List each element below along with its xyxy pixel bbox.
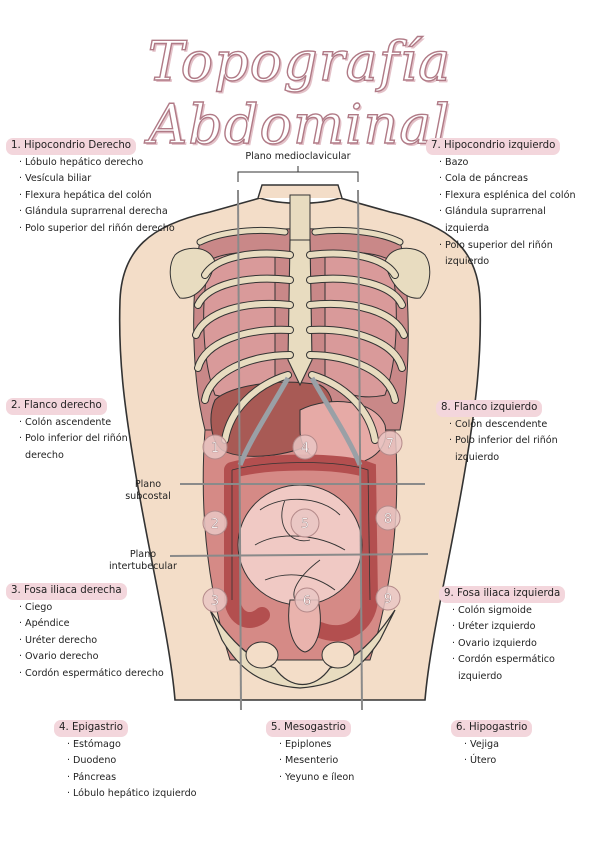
left-lung (324, 251, 397, 398)
midclavicular-bracket (237, 171, 359, 182)
region-number-2: 2 (211, 517, 219, 532)
region-circle-2 (202, 510, 228, 536)
region-9-item: Ovario izquierdo (452, 636, 599, 653)
ribs (192, 249, 408, 444)
region-number-1: 1 (211, 441, 219, 456)
region-number-6: 6 (303, 594, 311, 609)
region-3-item: Cordón espermático derecho (19, 666, 164, 683)
region-circle-3 (202, 587, 228, 613)
region-1-item: Glándula suprarrenal derecha (19, 204, 175, 221)
region-3-item: Ciego (19, 600, 164, 617)
region-6-item: Útero (464, 753, 532, 770)
region-4-item: Lóbulo hepático izquierdo (67, 786, 197, 803)
region-7-block: 7. Hipocondrio izquierdo Bazo Cola de pá… (426, 138, 590, 271)
region-number-9: 9 (384, 592, 392, 607)
region-7-header: 7. Hipocondrio izquierdo (426, 138, 561, 155)
region-3-header: 3. Fosa iliaca derecha (6, 583, 127, 600)
region-3-block: 3. Fosa iliaca derecha Ciego Apéndice Ur… (6, 583, 164, 683)
region-circle-8 (375, 505, 401, 531)
region-1-header: 1. Hipocondrio Derecho (6, 138, 137, 155)
region-4-item: Páncreas (67, 770, 197, 787)
region-5-item: Yeyuno e íleon (279, 770, 354, 787)
region-9-item: Colón sigmoide (452, 603, 599, 620)
region-4-item: Estómago (67, 737, 197, 754)
colon-outline (231, 462, 371, 601)
region-8-item: Colón descendente (449, 417, 580, 434)
region-4-header: 4. Epigastrio (54, 720, 128, 737)
pelvis-left-ala (245, 641, 279, 669)
region-6-header: 6. Hipogastrio (451, 720, 533, 737)
region-3-item: Apéndice (19, 616, 164, 633)
region-number-5: 5 (301, 517, 309, 532)
sternum (287, 239, 313, 387)
region-5-header: 5. Mesogastrio (266, 720, 351, 737)
midclavicular-right-line (237, 189, 242, 711)
small-intestine (237, 484, 363, 606)
region-circles (202, 430, 403, 613)
plane-label-midclavicular: Plano medioclavicular (245, 151, 351, 162)
region-1-item: Polo superior del riñón derecho (19, 221, 175, 238)
plane-label-subcostal-line2: subcostal (125, 491, 171, 502)
region-6-item: Vejiga (464, 737, 532, 754)
region-circle-4 (292, 434, 318, 460)
page-title: Topografía Abdominal (147, 29, 452, 156)
region-7-item: Cola de páncreas (439, 171, 590, 188)
region-circle-1 (202, 434, 228, 460)
region-2-header: 2. Flanco derecho (6, 398, 107, 415)
region-9-item: Cordón espermático izquierdo (452, 652, 599, 685)
bladder (288, 599, 321, 653)
region-2-item: Colón ascendente (19, 415, 130, 432)
region-circle-9 (375, 585, 401, 611)
region-1-item: Lóbulo hepático derecho (19, 155, 175, 172)
region-number-4: 4 (301, 441, 309, 456)
region-1-item: Flexura hepática del colón (19, 188, 175, 205)
region-2-item: Polo inferior del riñón derecho (19, 431, 130, 464)
right-scapula (169, 247, 216, 299)
plane-label-intertubercular-line2: intertubecular (108, 561, 178, 572)
plane-label-subcostal: Plano subcostal (112, 479, 184, 503)
region-8-block: 8. Flanco izquierdo Colón descendente Po… (436, 400, 580, 466)
costal-margin (237, 376, 363, 466)
region-2-block: 2. Flanco derecho Colón ascendente Polo … (6, 398, 130, 464)
region-1-block: 1. Hipocondrio Derecho Lóbulo hepático d… (6, 138, 175, 238)
region-6-block: 6. Hipogastrio Vejiga Útero (451, 720, 533, 770)
region-7-item: Polo superior del riñón izquierdo (439, 238, 563, 271)
region-numbers: 1 4 7 2 5 8 3 6 9 (211, 437, 395, 609)
region-7-item: Bazo (439, 155, 590, 172)
plane-lines (169, 189, 429, 711)
region-5-item: Mesenterio (279, 753, 354, 770)
region-1-item: Vesícula biliar (19, 171, 175, 188)
region-8-item: Polo inferior del riñón izquierdo (449, 433, 580, 466)
region-5-block: 5. Mesogastrio Epiplones Mesenterio Yeyu… (266, 720, 354, 787)
region-4-item: Duodeno (67, 753, 197, 770)
left-clavicle-fill (312, 228, 403, 245)
region-circle-6 (294, 587, 320, 613)
region-circle-5 (290, 508, 320, 538)
region-number-8: 8 (384, 512, 392, 527)
neck (257, 184, 343, 199)
plane-label-subcostal-line1: Plano (134, 479, 162, 490)
region-8-header: 8. Flanco izquierdo (436, 400, 543, 417)
region-3-item: Ovario derecho (19, 649, 164, 666)
region-4-block: 4. Epigastrio Estómago Duodeno Páncreas … (54, 720, 197, 803)
region-7-item: Flexura esplénica del colón (439, 188, 590, 205)
region-number-3: 3 (211, 594, 219, 609)
plane-label-intertubercular: Plano intertubecular (100, 549, 186, 573)
region-9-block: 9. Fosa iliaca izquierda Colón sigmoide … (439, 586, 599, 686)
region-3-item: Uréter derecho (19, 633, 164, 650)
intertubercular-line (169, 553, 429, 557)
region-7-item: Glándula suprarrenal izquierda (439, 204, 590, 237)
plane-label-intertubercular-line1: Plano (129, 549, 157, 560)
pelvis-right-ala (321, 641, 355, 669)
region-circle-7 (377, 430, 403, 456)
left-scapula (384, 247, 431, 299)
pelvis (209, 609, 396, 689)
midclavicular-left-line (357, 189, 363, 711)
region-9-item: Uréter izquierdo (452, 619, 599, 636)
region-5-item: Epiplones (279, 737, 354, 754)
region-9-header: 9. Fosa iliaca izquierda (439, 586, 566, 603)
region-number-7: 7 (386, 437, 394, 452)
